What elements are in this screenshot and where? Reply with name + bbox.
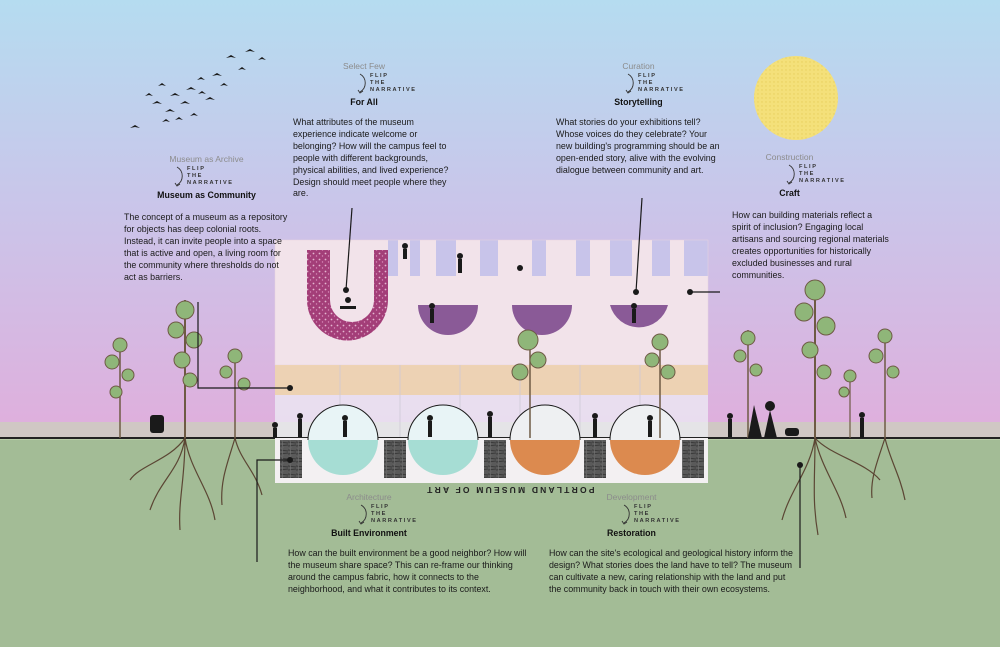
label-to: Museum as Community <box>157 190 256 200</box>
museum-building <box>274 239 709 483</box>
panel-text: The concept of a museum as a repository … <box>124 212 288 282</box>
label-to: Restoration <box>607 528 656 538</box>
panel-text: How can building materials reflect a spi… <box>732 210 889 280</box>
label-to: Storytelling <box>614 97 663 107</box>
label-from: Curation <box>622 61 655 71</box>
label-from: Select Few <box>342 61 386 71</box>
panel-text: How can the built environment be a good … <box>288 548 527 594</box>
birds-flock <box>130 49 266 128</box>
label-from: Architecture <box>346 492 392 502</box>
trees <box>104 279 900 438</box>
label-to: Built Environment <box>331 528 407 538</box>
panel-text: What stories do your exhibitions tell? W… <box>556 117 720 175</box>
panel-text: How can the site's ecological and geolog… <box>549 548 793 594</box>
label-from: Development <box>606 492 657 502</box>
label-to: Craft <box>779 188 800 198</box>
label-to: For All <box>350 97 378 107</box>
panel-text: What attributes of the museum experience… <box>293 117 449 199</box>
leader-dots <box>287 287 803 468</box>
label-from: Museum as Archive <box>169 154 244 164</box>
label-from: Construction <box>765 152 814 162</box>
people-silhouettes <box>150 243 865 438</box>
sun <box>754 56 838 140</box>
leader-lines <box>197 197 801 568</box>
